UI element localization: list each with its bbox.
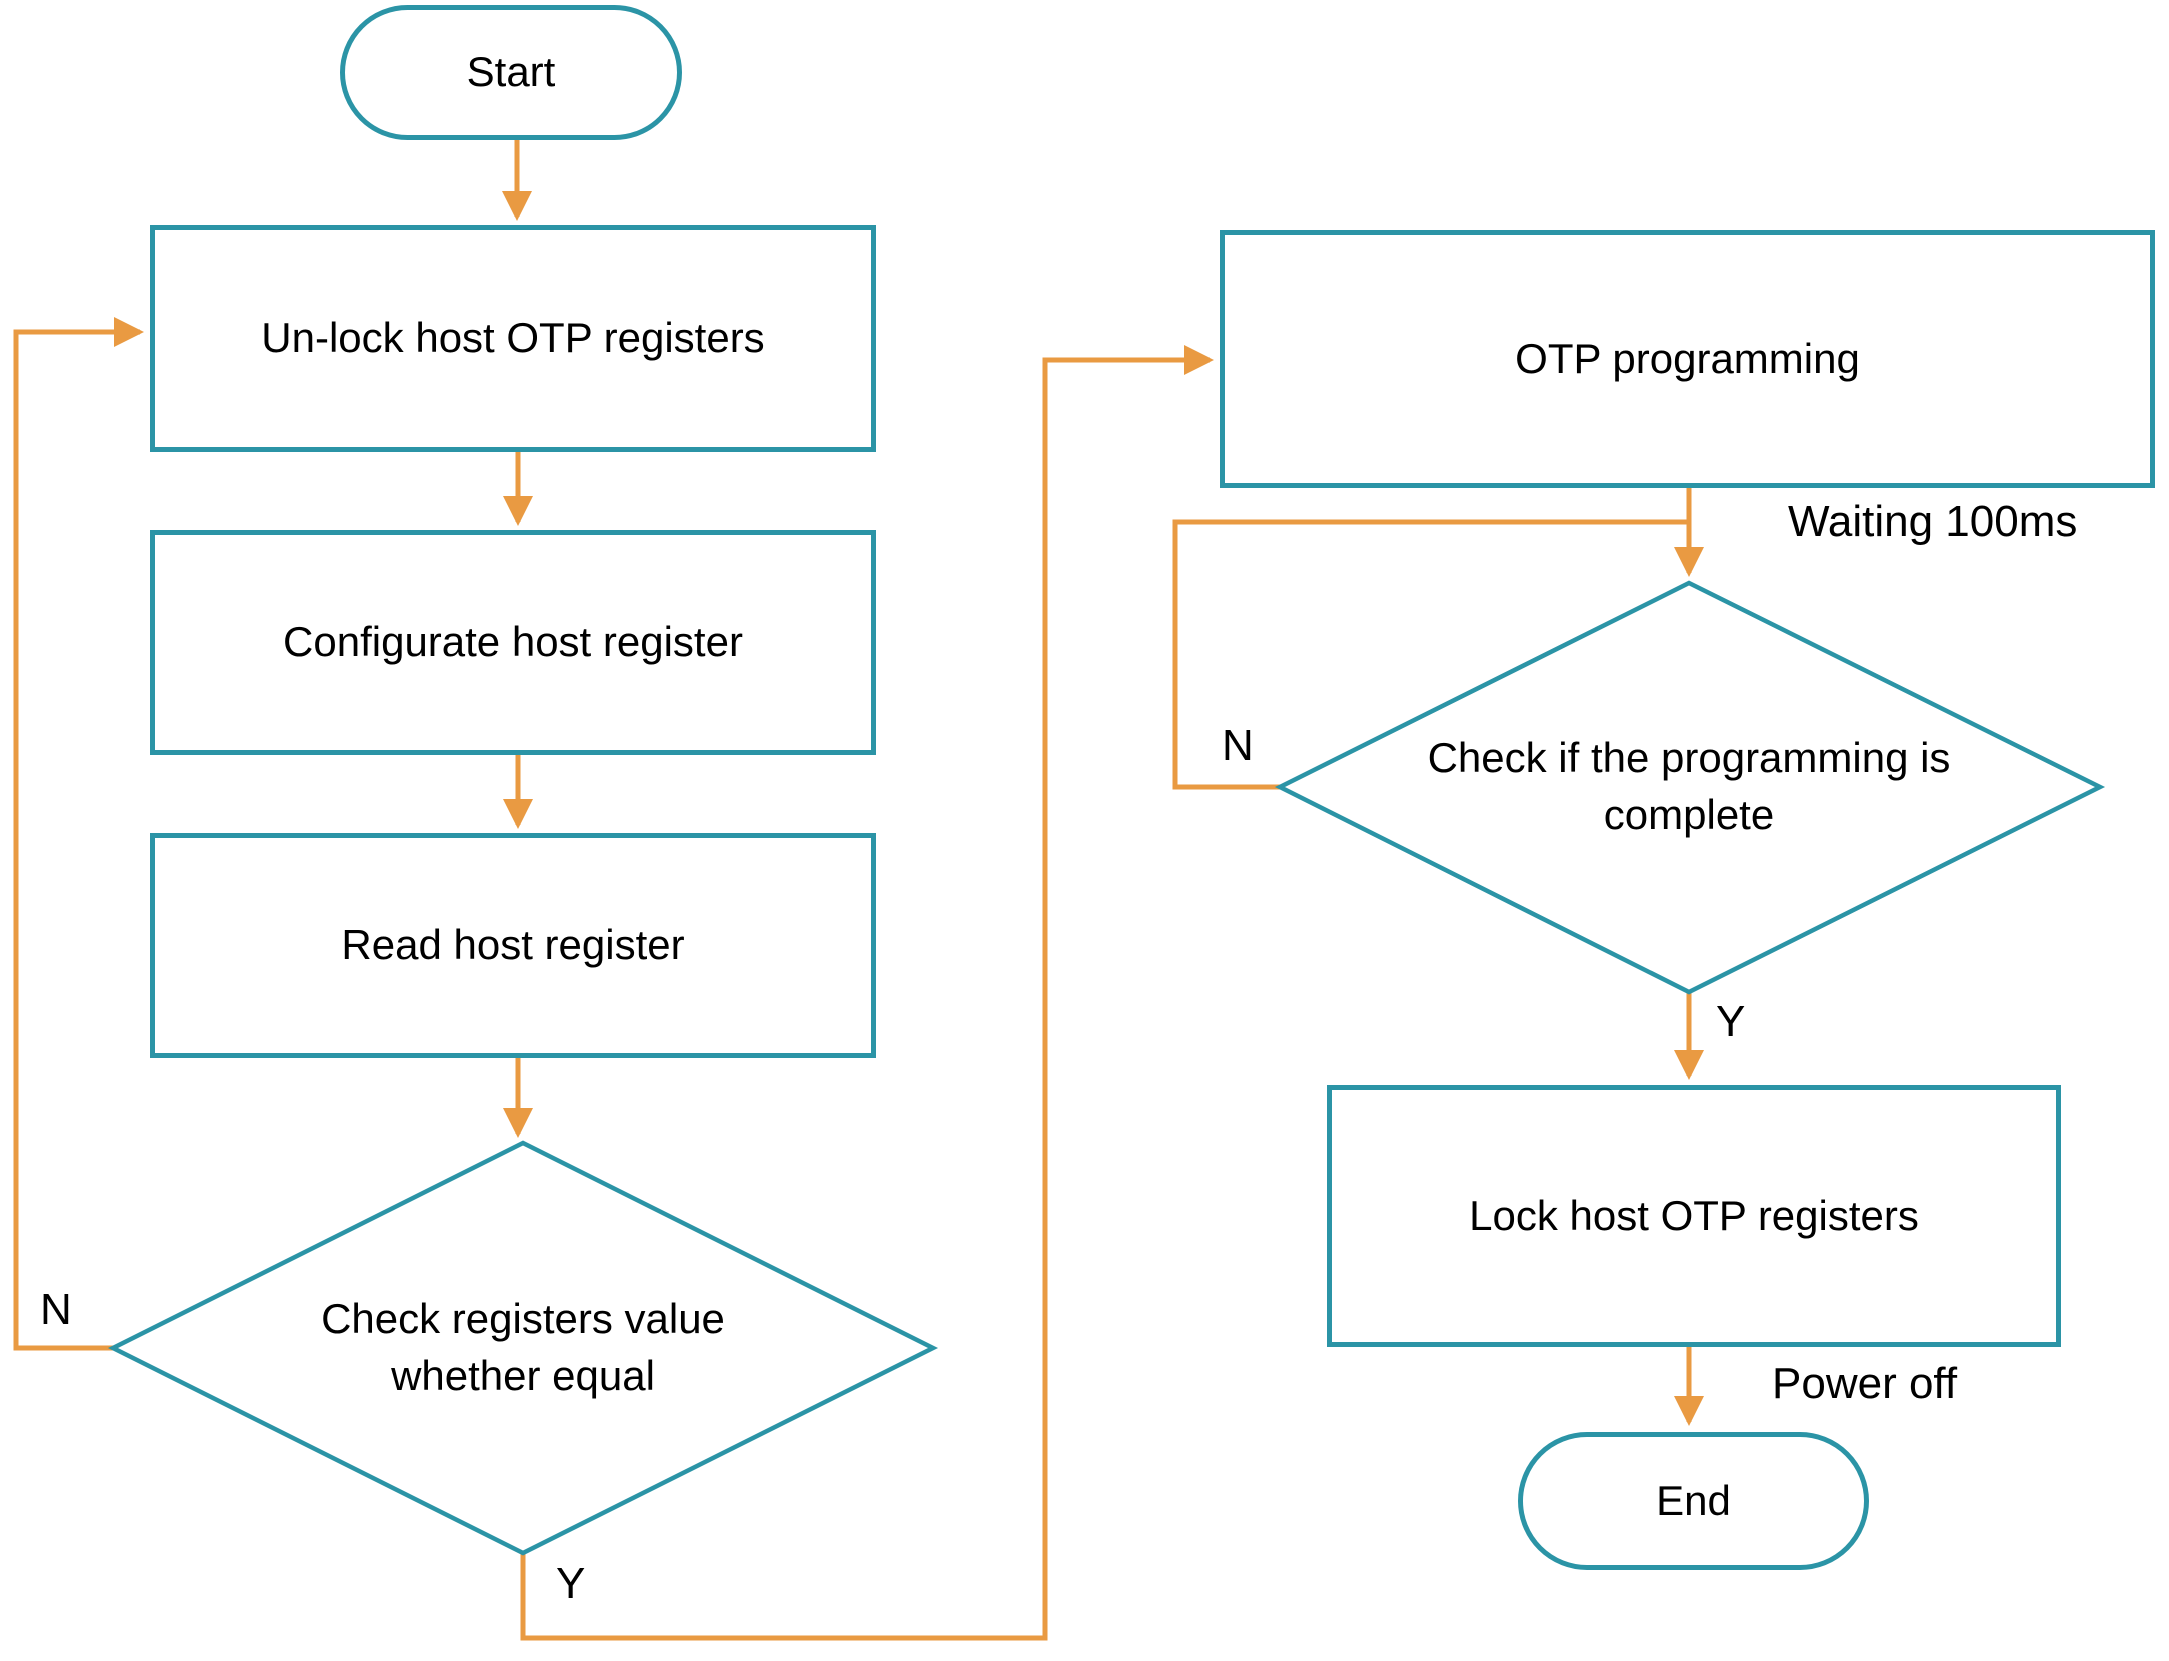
node-read-label: Read host register <box>341 921 685 969</box>
edge-label-check-complete-no: N <box>1222 721 1254 770</box>
node-end-label: End <box>1656 1476 1731 1524</box>
decision-check-complete-shape <box>1274 580 2106 995</box>
node-configurate-host-register: Configurate host register <box>150 530 876 755</box>
decision-check-complete-label: Check if the programming is complete <box>1427 734 1951 838</box>
node-lock-host-otp-registers: Lock host OTP registers <box>1327 1085 2061 1347</box>
node-otp-programming: OTP programming <box>1220 230 2155 488</box>
connector-check-equal-no-loop <box>13 317 145 1351</box>
edge-label-check-complete-yes: Y <box>1716 997 1746 1046</box>
decision-check-equal-label: Check registers value whether equal <box>321 1295 725 1399</box>
edge-label-check-equal-no: N <box>40 1285 72 1334</box>
node-start-label: Start <box>466 48 556 96</box>
connector-check-complete-no-loop <box>1172 519 1687 790</box>
node-unlock-host-otp-registers: Un-lock host OTP registers <box>150 225 876 452</box>
decision-check-equal-shape <box>107 1140 939 1556</box>
node-unlock-label: Un-lock host OTP registers <box>261 314 765 362</box>
node-read-host-register: Read host register <box>150 833 876 1058</box>
node-start: Start <box>340 5 682 140</box>
node-configurate-label: Configurate host register <box>283 618 743 666</box>
edge-label-check-equal-yes: Y <box>556 1559 586 1608</box>
edge-label-waiting-100ms: Waiting 100ms <box>1788 497 2078 546</box>
node-otp-label: OTP programming <box>1515 334 1860 382</box>
connector-check-equal-yes-to-otp <box>520 345 1215 1641</box>
edge-label-power-off: Power off <box>1772 1359 1958 1408</box>
node-lock-label: Lock host OTP registers <box>1469 1191 1919 1239</box>
node-end: End <box>1518 1432 1869 1570</box>
